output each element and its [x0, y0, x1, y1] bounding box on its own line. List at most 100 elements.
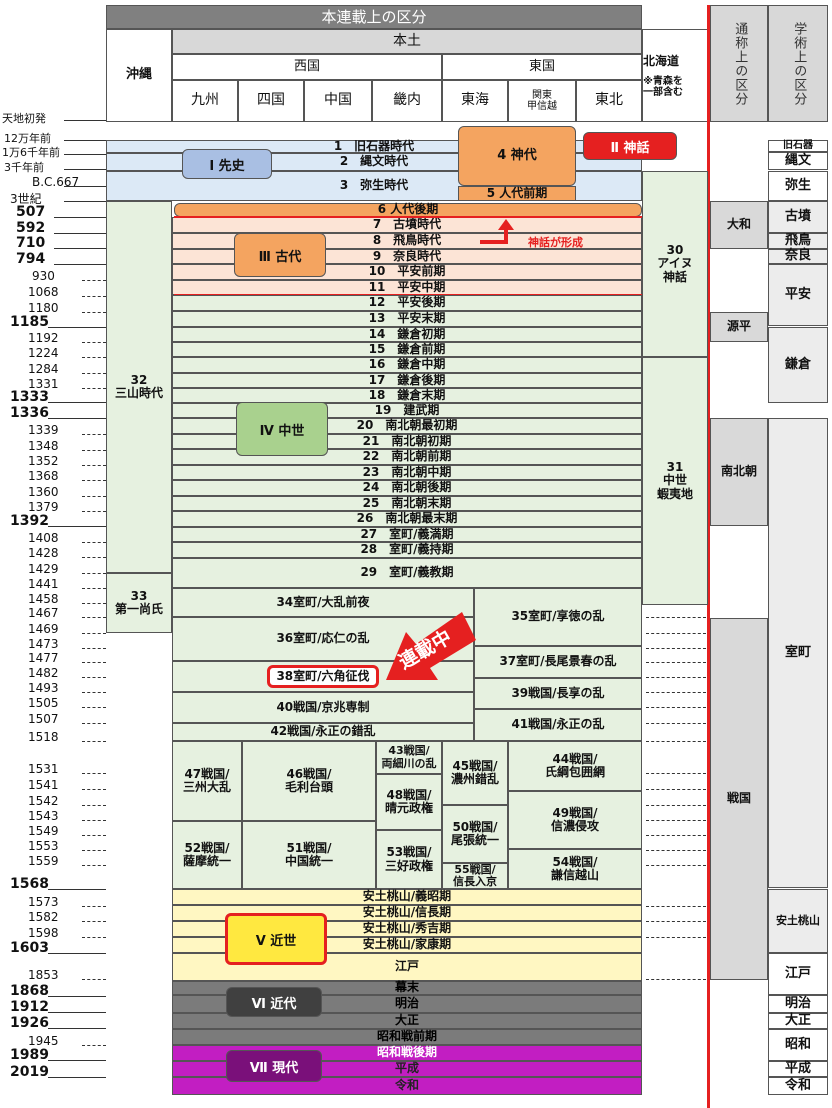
common-dash	[646, 835, 706, 836]
period-46: 46戦国/ 毛利台頭	[242, 741, 376, 821]
year-rule	[82, 662, 106, 663]
common-dash	[646, 921, 706, 922]
period-5: 5 人代前期	[458, 186, 576, 201]
period-27: 27 室町/義満期	[172, 527, 642, 542]
period-42: 42戦国/永正の錯乱	[172, 723, 474, 741]
year-label: 1482	[28, 666, 59, 680]
year-rule	[82, 677, 106, 678]
region-5: 関東 甲信越	[508, 80, 576, 122]
common-dash	[646, 865, 706, 866]
academic-a7: 平安	[768, 264, 828, 326]
year-rule	[48, 1012, 106, 1013]
academic-a2: 縄文	[768, 152, 828, 170]
year-label: 1352	[28, 454, 59, 468]
year-label: 930	[32, 269, 55, 283]
year-label: 1441	[28, 577, 59, 591]
year-rule	[54, 248, 106, 249]
header-west: 西国	[172, 54, 442, 80]
common-sengoku: 戦国	[710, 618, 768, 980]
region-row: 九州四国中国畿内東海関東 甲信越東北	[172, 80, 642, 122]
year-label: 1068	[28, 285, 59, 299]
period-47: 47戦国/ 三州大乱	[172, 741, 242, 821]
year-rule	[48, 526, 106, 527]
year-rule	[82, 820, 106, 821]
year-rule	[48, 1077, 106, 1078]
year-rule	[54, 233, 106, 234]
year-rule	[82, 557, 106, 558]
academic-a12: 明治	[768, 995, 828, 1013]
period-41: 41戦国/永正の乱	[474, 709, 642, 741]
period-6: 6 人代後期	[174, 203, 642, 217]
year-label: 1493	[28, 681, 59, 695]
period-35: 35室町/享徳の乱	[474, 588, 642, 646]
year-rule	[82, 1045, 106, 1046]
year-rule	[82, 741, 106, 742]
period-showa1: 昭和戦前期	[172, 1029, 642, 1045]
period-55: 55戦国/ 信長入京	[442, 863, 508, 889]
year-rule	[48, 996, 106, 997]
period-25: 25 南北朝末期	[172, 496, 642, 511]
year-rule	[48, 953, 106, 954]
period-43: 43戦国/ 両細川の乱	[376, 741, 442, 774]
year-rule	[82, 835, 106, 836]
year-rule	[82, 865, 106, 866]
year-rule	[82, 707, 106, 708]
year-rule	[82, 850, 106, 851]
period-17: 17 鎌倉後期	[172, 373, 642, 388]
ancient-top-rule	[174, 216, 642, 218]
year-rule	[64, 186, 106, 187]
era-1: Ⅰ 先史	[182, 149, 272, 179]
year-rule	[82, 789, 106, 790]
period-15: 15 鎌倉前期	[172, 342, 642, 357]
year-label: 1989	[10, 1047, 49, 1063]
academic-a14: 昭和	[768, 1029, 828, 1061]
year-label: 1360	[28, 485, 59, 499]
header-hokkaido: 北海道 ※青森を 一部含む	[642, 29, 708, 122]
common-yamato: 大和	[710, 201, 768, 249]
era-5: Ⅴ 近世	[225, 913, 327, 965]
period-18: 18 鎌倉末期	[172, 388, 642, 403]
common-dash	[646, 789, 706, 790]
year-label: 1926	[10, 1015, 49, 1031]
period-38: 38室町/六角征伐	[267, 664, 379, 689]
header-common: 通称上の区分	[710, 5, 768, 122]
year-rule	[82, 342, 106, 343]
year-rule	[48, 418, 106, 419]
common-dash	[646, 723, 706, 724]
period-44: 44戦国/ 氏綱包囲網	[508, 741, 642, 791]
academic-a10: 安土桃山	[768, 889, 828, 953]
year-rule	[82, 588, 106, 589]
region-6: 東北	[576, 80, 642, 122]
common-dash	[646, 820, 706, 821]
academic-a11: 江戸	[768, 953, 828, 995]
period-34: 34室町/大乱前夜	[172, 588, 474, 617]
period-24: 24 南北朝後期	[172, 480, 642, 496]
period-53: 53戦国/ 三好政権	[376, 830, 442, 889]
current-arrow-icon	[386, 612, 476, 680]
year-label: B.C.667	[32, 175, 80, 189]
year-label: 1598	[28, 926, 59, 940]
year-label: 1333	[10, 389, 49, 405]
year-rule	[82, 805, 106, 806]
header-east: 東国	[442, 54, 642, 80]
year-label: 1339	[28, 423, 59, 437]
period-51: 51戦国/ 中国統一	[242, 821, 376, 889]
era-6: Ⅵ 近代	[226, 987, 322, 1017]
year-label: 1853	[28, 968, 59, 982]
year-rule	[64, 140, 106, 141]
period-7: 7 古墳時代	[172, 217, 642, 233]
year-label: 3世紀	[10, 192, 42, 206]
academic-a5: 飛鳥	[768, 233, 828, 249]
year-rule	[82, 542, 106, 543]
academic-a3: 弥生	[768, 171, 828, 201]
year-label: 1224	[28, 346, 59, 360]
year-label: 1553	[28, 839, 59, 853]
era-4: Ⅳ 中世	[236, 402, 328, 456]
hokkaido-label: 北海道	[643, 53, 680, 68]
period-4: 4 神代	[458, 126, 576, 186]
period-13: 13 平安末期	[172, 311, 642, 327]
year-rule	[48, 1060, 106, 1061]
year-label: 1180	[28, 301, 59, 315]
academic-a16: 令和	[768, 1077, 828, 1095]
era-3: Ⅲ 古代	[234, 233, 326, 277]
